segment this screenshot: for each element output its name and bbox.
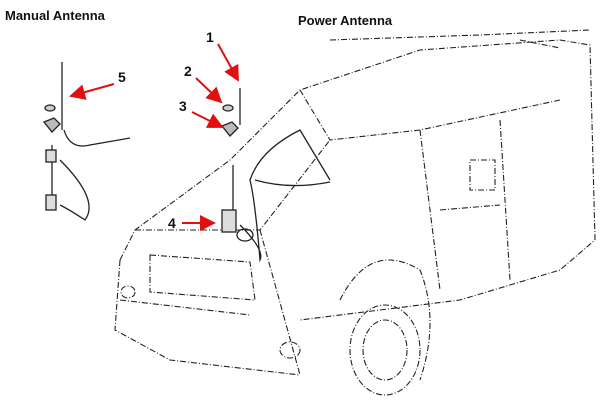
callout-2: 2 — [184, 63, 192, 79]
callout-1: 1 — [206, 29, 214, 45]
callout-arrows — [69, 43, 239, 231]
arrow-3 — [191, 111, 224, 128]
arrow-5 — [69, 83, 115, 100]
power-antenna-assembly — [220, 88, 331, 263]
manual-antenna-assembly — [42, 62, 131, 221]
manual-antenna-title: Manual Antenna — [5, 8, 105, 23]
arrow-1 — [217, 43, 239, 82]
power-antenna-title: Power Antenna — [298, 13, 393, 28]
callout-4: 4 — [168, 215, 176, 231]
arrow-2 — [195, 77, 223, 104]
vehicle-outline — [114, 29, 596, 396]
callout-3: 3 — [179, 98, 187, 114]
callout-5: 5 — [118, 69, 126, 85]
